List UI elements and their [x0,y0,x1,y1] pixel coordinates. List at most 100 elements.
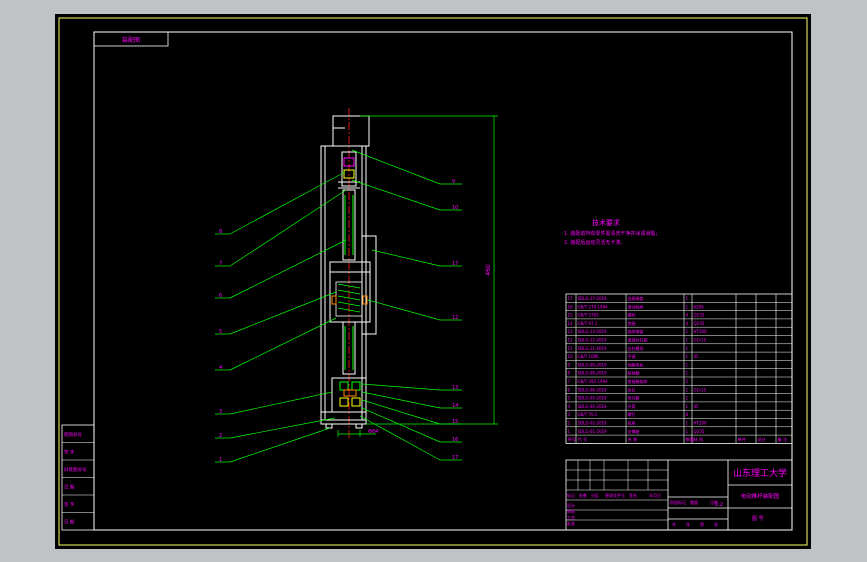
bom-cell-name: 底座 [628,420,636,426]
bom-cell-qty: 4 [686,321,689,326]
bom-cell-code: SDLG-05-2019 [578,396,608,401]
title-block-label-4: 签名 [629,492,637,498]
bom-cell-no: 13 [568,329,574,334]
drawing-number-label: 图 号 [752,516,764,522]
left-strip-label-5: 日 期 [64,519,75,525]
callout-left-5: 3 [215,391,333,415]
scale-label-1: 重量 [690,499,698,505]
bom-cell-qty: 8 [686,412,689,417]
title-block-role-0: 设计 [567,502,575,508]
bottom-dimension [337,430,376,437]
bom-cell-name: 伺服电机 [628,361,644,367]
bom-cell-qty: 1 [686,421,689,426]
outer-housing [320,145,367,421]
bom-cell-code: SDLG-13-2019 [578,329,608,334]
left-strip-label-3: 日 期 [64,484,75,490]
bom-cell-code: SDLG-02-2019 [578,421,608,426]
bom-cell-no: 10 [568,354,574,359]
callout-right-label-2: 17 [452,261,458,267]
bom-cell-code: SDLG-06-2019 [578,387,608,392]
bom-header-cell: 名 称 [628,436,638,443]
callout-left-7: 1 [215,427,331,463]
callout-right-label-8: 17 [452,455,458,461]
corner-label-box: 装配图 [93,31,169,47]
left-strip-label-0: 底图总号 [64,431,82,438]
left-strip-label-1: 签 字 [64,448,75,455]
bom-header: 序号代 号名 称数量材 料单件总计备 注 [568,436,789,443]
bom-cell-material: Q235 [694,313,705,318]
title-block-label-3: 更改文件号 [605,492,625,498]
bom-cell-qty: 1 [686,346,689,351]
bom-cell-code: SDLG-17-2019 [578,296,608,301]
scale-value: 1:2 [715,502,723,508]
bom-cell-no: 17 [568,296,574,301]
bom-cell-no: 15 [568,313,574,318]
footer-label-3: 张 [714,521,718,527]
callout-left-label-0: 8 [219,229,222,235]
bom-cell-name: 垫圈 [628,320,636,326]
callout-left-label-3: 5 [219,329,222,335]
bom-cell-name: 平键 [628,353,636,359]
bom-cell-no: 14 [568,321,574,326]
school-name: 山东理工大学 [733,467,787,479]
bom-header-cell: 总计 [758,436,766,443]
bom-cell-no: 8 [568,371,571,376]
bom-cell-material: 45 [694,404,700,409]
bom-cell-code: GB/T 292-1994 [578,379,609,384]
bom-cell-qty: 2 [686,379,689,384]
bom-cell-name: 丝杠螺母 [628,345,644,351]
bom-cell-material: Q235 [694,429,705,434]
bom-cell-no: 12 [568,338,574,343]
footer-label-2: 第 [700,521,704,527]
scale-label-0: 阶段标记 [670,499,686,505]
bom-cell-code: GB/T 97.1 [578,321,598,326]
bom-cell-code: SDLG-09-2019 [578,362,608,367]
callout-right-0: 9 [351,149,462,185]
callout-left-2: 6 [215,239,347,299]
bom-cell-material: GCr15 [694,387,707,392]
title-block-label-2: 分区 [591,492,599,498]
callout-left-label-5: 3 [219,409,222,415]
bom-cell-no: 4 [568,404,571,409]
bom-cell-no: 16 [568,304,574,309]
base-plate [320,411,367,425]
bom-cell-name: 轴承端盖 [628,328,644,334]
callout-left-label-4: 4 [219,365,222,371]
bom-cell-material: HT200 [694,329,708,334]
bom-cell-qty: 1 [686,338,689,343]
title-block: 山东理工大学 电动推杆装配图 图 号 1:2 标记处数分区更改文件号签名年月日设… [565,459,793,531]
bom-cell-code: SDLG-04-2019 [578,404,608,409]
bom-cell-name: 角接触轴承 [628,378,648,384]
bom-cell-code: SDLG-11-2019 [578,346,608,351]
callout-right-3: 12 [367,299,462,321]
assembly-drawing: 460 Φ84 [320,108,498,440]
bom-cell-code: GB/T 1096 [578,354,600,359]
bom-cell-qty: 4 [686,313,689,318]
bom-cell-no: 7 [568,379,571,384]
bom-cell-name: 外筒 [628,403,636,409]
callout-left-0: 8 [215,171,346,235]
callout-right-6: 15 [361,399,462,425]
bom-cell-qty: 1 [686,329,689,334]
left-strip-label-2: 旧底图总号 [64,466,87,473]
title-block-role-3: 批准 [567,520,575,526]
bom-cell-qty: 1 [686,387,689,392]
callout-left-1: 7 [215,189,347,267]
callout-right-label-1: 10 [452,205,458,211]
callout-left-3: 5 [215,291,337,335]
callout-right-8: 17 [359,415,462,461]
callout-left-label-2: 6 [219,293,222,299]
bom-cell-material: HT200 [694,421,708,426]
bom-header-cell: 材 料 [694,436,705,443]
